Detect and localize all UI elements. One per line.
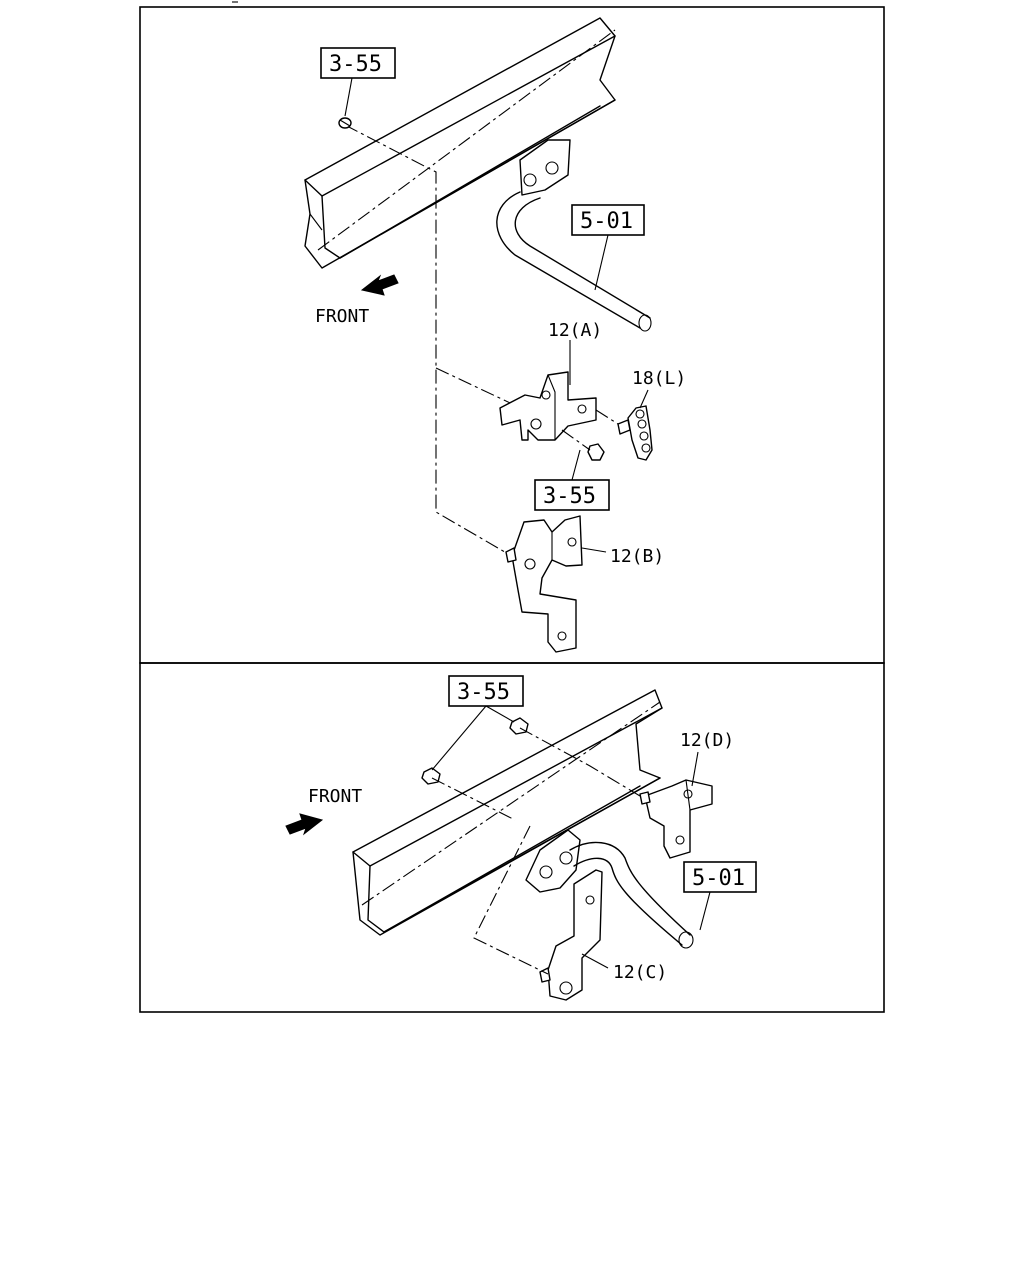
- rail-centerline: [317, 29, 616, 251]
- front-arrow-top-icon: [360, 274, 399, 296]
- leader-18l: [639, 389, 649, 409]
- frame-rail-bottom: [352, 689, 663, 936]
- leader-3-55-bottom-2: [431, 705, 487, 771]
- callout-box-3-55-top: [320, 47, 396, 79]
- stabilizer-bar-top: [496, 191, 652, 332]
- bolt-bottom-1: [509, 717, 529, 735]
- bolt-mid: [561, 429, 605, 461]
- callout-5-01-top: 5-01: [580, 209, 633, 234]
- spring-hanger-bottom: [525, 829, 581, 893]
- assembly-line-bottom-2: [519, 727, 641, 797]
- label-12c: 12(C): [613, 962, 667, 983]
- rail-centerline-bottom: [361, 701, 661, 906]
- callout-3-55-bottom: 3-55: [457, 680, 510, 705]
- bolt-top: [338, 117, 352, 129]
- clip-18l: [595, 405, 653, 461]
- leader-12b: [581, 547, 607, 553]
- assembly-line-1: [344, 124, 511, 556]
- leader-5-01-top: [594, 234, 609, 291]
- bottom-panel-frame: [139, 662, 885, 1013]
- callout-3-55-top: 3-55: [329, 52, 382, 77]
- leader-12c: [581, 953, 609, 969]
- bolt-bottom-2: [421, 767, 441, 785]
- frame-rail-top: [304, 17, 616, 269]
- callout-box-3-55-mid: [534, 479, 610, 511]
- callout-5-01-bottom: 5-01: [692, 866, 745, 891]
- top-panel: 3-55 5-01 FRONT 12(A) 18(L): [139, 1, 885, 664]
- label-12a: 12(A): [548, 320, 602, 341]
- leader-5-01-bottom: [699, 891, 711, 931]
- leader-3-55-mid: [571, 449, 581, 481]
- callout-3-55-mid: 3-55: [543, 484, 596, 509]
- leader-12d: [691, 751, 699, 787]
- front-arrow-bottom-icon: [285, 813, 324, 836]
- label-18l: 18(L): [632, 368, 686, 389]
- front-label-top: FRONT: [315, 306, 369, 327]
- bottom-panel: 12(D) 12(C) 3-55 5-01 FRONT: [139, 662, 885, 1013]
- callout-box-5-01-bottom: [683, 861, 757, 893]
- leader-3-55-bottom-1: [485, 705, 515, 723]
- bracket-12b: [505, 515, 583, 653]
- bracket-12d: [639, 779, 713, 859]
- label-12b: 12(B): [610, 546, 664, 567]
- label-12d: 12(D): [680, 730, 734, 751]
- assembly-line-bottom-3: [431, 777, 516, 821]
- stabilizer-bar-bottom: [569, 841, 694, 949]
- front-label-bottom: FRONT: [308, 786, 362, 807]
- assembly-line-bottom-1: [473, 825, 549, 975]
- bracket-12a: [499, 371, 597, 441]
- spring-hanger-top: [519, 139, 571, 196]
- leader-3-55-top: [344, 77, 353, 117]
